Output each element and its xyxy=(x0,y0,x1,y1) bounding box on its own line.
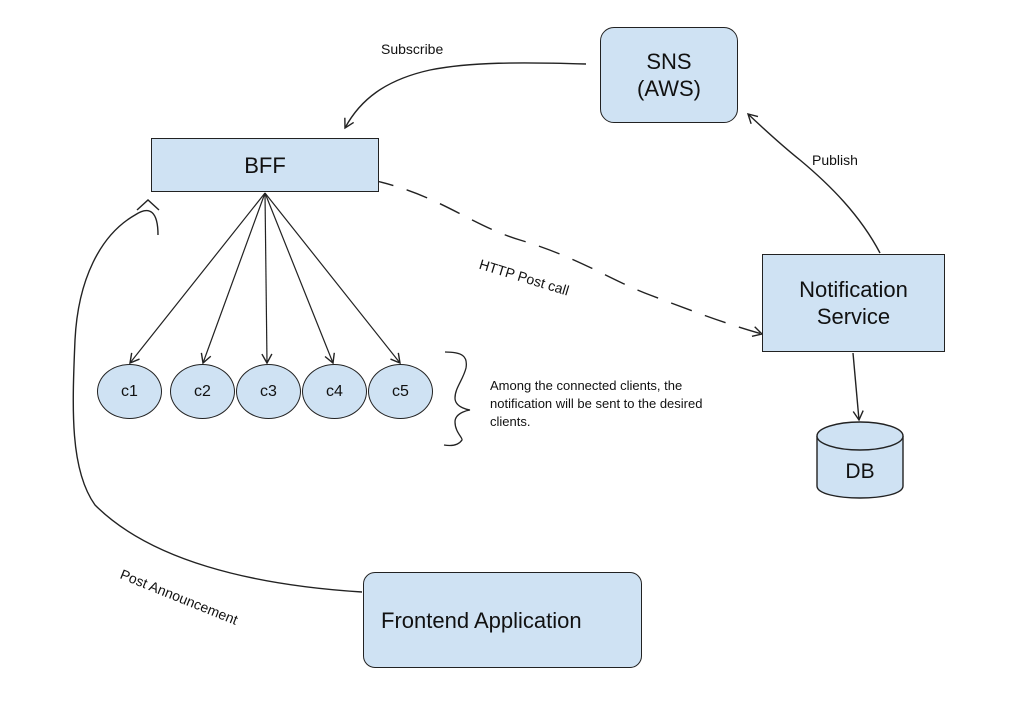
frontend-title: Frontend Application xyxy=(381,607,582,633)
http-post-edge xyxy=(371,179,764,338)
edge-bff-c2 xyxy=(200,192,266,365)
db-title: DB xyxy=(845,460,875,483)
publish-edge xyxy=(746,113,881,254)
sns-node: SNS (AWS) xyxy=(600,27,738,123)
bff-fanout-edges xyxy=(129,192,401,365)
bff-node: BFF xyxy=(151,138,379,192)
bff-title: BFF xyxy=(244,152,286,178)
client-node-c4: c4 xyxy=(302,364,367,419)
curly-brace xyxy=(443,351,471,447)
client-node-c3: c3 xyxy=(236,364,301,419)
subscribe-edge xyxy=(344,62,587,130)
edge-bff-c5 xyxy=(264,192,401,365)
sns-title: SNS xyxy=(646,49,692,74)
sns-subtitle: (AWS) xyxy=(637,76,701,101)
notification-title-line2: Service xyxy=(816,304,891,329)
db-cylinder xyxy=(816,421,904,499)
post-announcement-edge xyxy=(72,209,363,593)
edge-bff-c3 xyxy=(261,192,273,365)
frontend-application-node: Frontend Application xyxy=(363,572,642,668)
clients-note: Among the connected clients, the notific… xyxy=(490,378,703,429)
notification-service-node: Notification Service xyxy=(762,254,945,352)
post-announcement-arrowhead xyxy=(136,199,160,211)
client-node-c2: c2 xyxy=(170,364,235,419)
client-node-c5: c5 xyxy=(368,364,433,419)
publish-label: Publish xyxy=(812,152,858,168)
notification-title-line1: Notification xyxy=(799,277,908,302)
notification-db-edge xyxy=(852,352,864,422)
edge-bff-c4 xyxy=(264,192,335,365)
client-node-c1: c1 xyxy=(97,364,162,419)
subscribe-label: Subscribe xyxy=(381,41,444,57)
edge-bff-c1 xyxy=(129,192,266,365)
